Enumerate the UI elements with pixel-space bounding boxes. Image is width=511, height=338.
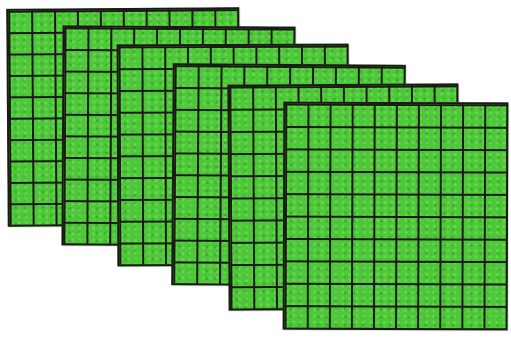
hundred-grid-6 — [283, 102, 509, 331]
